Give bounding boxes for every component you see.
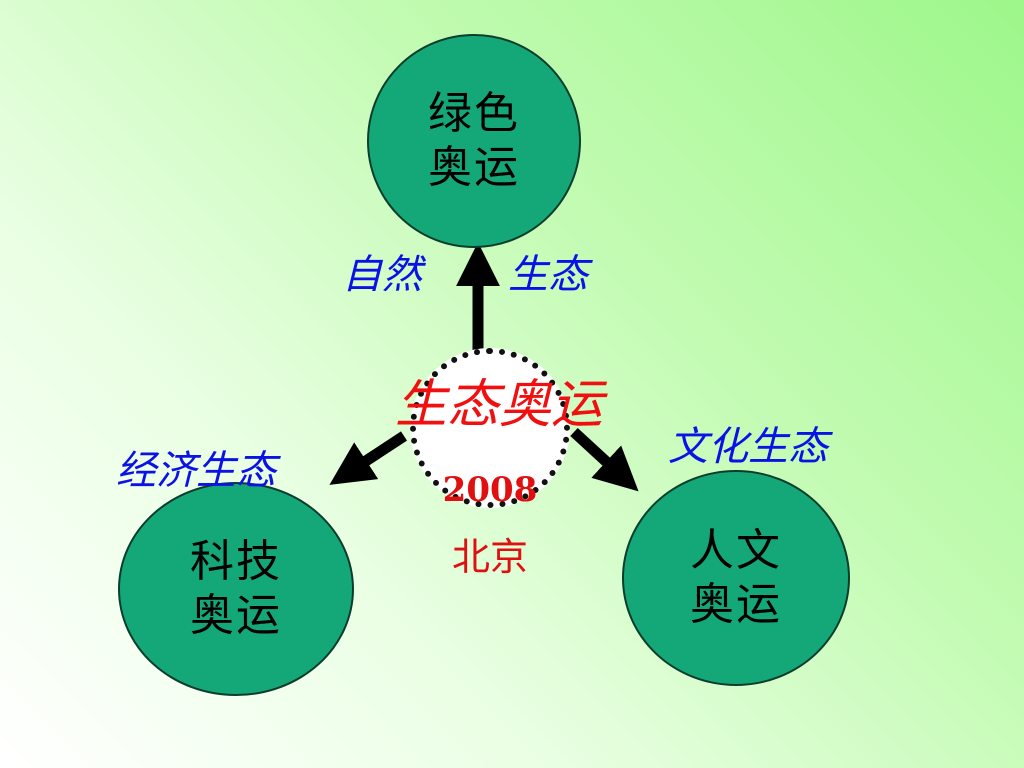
label-nature: 自然 (342, 252, 422, 298)
center-year: 2008 (442, 470, 538, 510)
node-humanities-line1: 人文 (690, 525, 782, 576)
center-city: 北京 (451, 535, 528, 579)
arrow-to-tech (329, 431, 408, 485)
node-humanities-line2: 奥运 (690, 579, 782, 630)
arrow-to-humanities (570, 427, 639, 492)
node-tech-line2: 奥运 (190, 590, 282, 641)
node-humanities-olympics: 人文 奥运 (622, 470, 850, 686)
node-green-olympics: 绿色 奥运 (367, 34, 581, 248)
node-tech-olympics: 科技 奥运 (118, 482, 354, 696)
node-tech-line1: 科技 (190, 536, 282, 587)
center-title: 生态奥运 (394, 375, 603, 435)
center-hub (410, 348, 570, 508)
label-ecology: 生态 (508, 252, 588, 298)
node-green-line2: 奥运 (428, 142, 520, 193)
node-green-line1: 绿色 (428, 88, 520, 139)
label-economy: 经济生态 (116, 448, 276, 494)
label-culture: 文化生态 (668, 424, 828, 470)
